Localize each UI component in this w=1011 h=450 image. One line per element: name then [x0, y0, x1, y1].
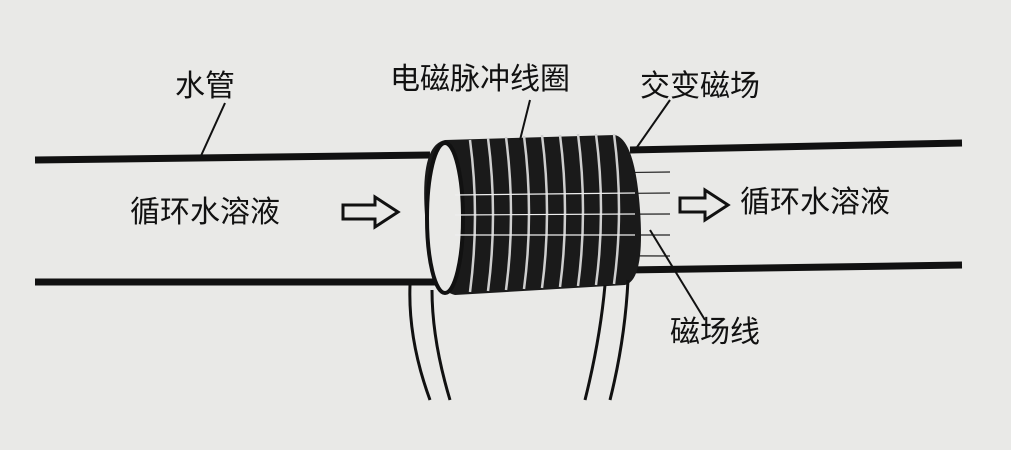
leader-lines: [199, 99, 706, 321]
electromagnetic-coil: [424, 133, 641, 295]
coil-lead-wires: [408, 279, 630, 401]
label-coil: 电磁脉冲线圈: [390, 62, 570, 97]
label-field-lines: 磁场线: [670, 315, 760, 350]
label-pipe: 水管: [175, 69, 235, 104]
label-inflow-solution: 循环水溶液: [130, 195, 280, 230]
label-alternating-field: 交变磁场: [640, 69, 760, 104]
flow-arrow-out: [678, 187, 731, 223]
label-outflow-solution: 循环水溶液: [740, 185, 890, 220]
flow-arrow-in: [341, 194, 401, 230]
pipe: [34, 139, 963, 286]
